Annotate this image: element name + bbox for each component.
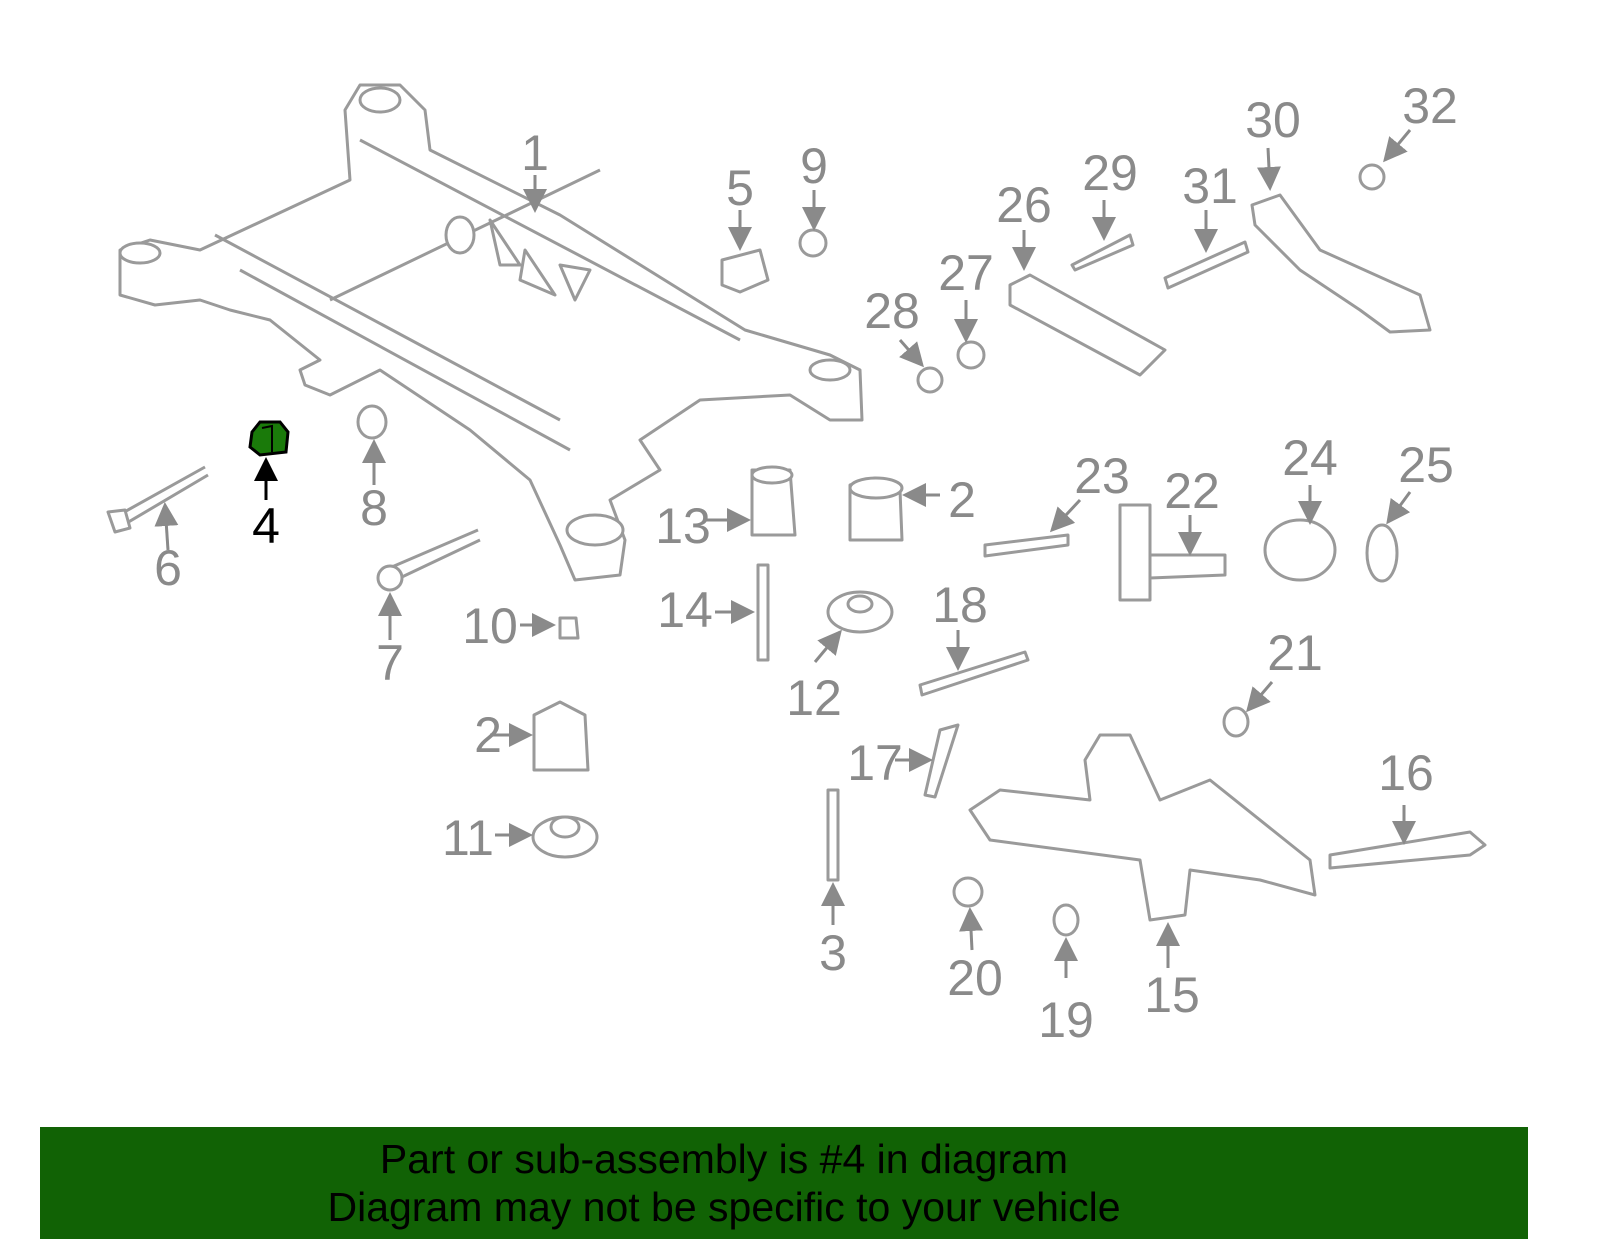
info-banner: Part or sub-assembly is #4 in diagram Di… xyxy=(40,1127,1528,1239)
callout-label-16[interactable]: 16 xyxy=(1378,745,1434,801)
callout-label-18[interactable]: 18 xyxy=(932,577,988,633)
callout-label-4[interactable]: 4 xyxy=(252,498,280,554)
callout-label-31[interactable]: 31 xyxy=(1182,158,1238,214)
bushing-part-4[interactable] xyxy=(248,420,290,457)
callout-arrow-21 xyxy=(1246,681,1274,713)
callout-label-17[interactable]: 17 xyxy=(847,735,903,791)
callout-label-9[interactable]: 9 xyxy=(800,138,828,194)
callout-label-6[interactable]: 6 xyxy=(154,540,182,596)
callout-label-10[interactable]: 10 xyxy=(462,598,518,654)
callout-label-26[interactable]: 26 xyxy=(996,177,1052,233)
callout-label-3[interactable]: 3 xyxy=(819,925,847,981)
callout-label-24[interactable]: 24 xyxy=(1282,430,1338,486)
callout-label-1[interactable]: 1 xyxy=(521,125,549,181)
small-parts xyxy=(106,163,1487,937)
callout-label-11[interactable]: 11 xyxy=(442,810,494,866)
callout-label-28[interactable]: 28 xyxy=(864,283,920,339)
callout-arrow-6 xyxy=(154,502,179,551)
banner-line-2: Diagram may not be specific to your vehi… xyxy=(327,1184,1121,1230)
callout-label-21[interactable]: 21 xyxy=(1267,625,1323,681)
callout-label-15[interactable]: 15 xyxy=(1144,967,1200,1023)
subframe-part-1[interactable] xyxy=(118,83,864,582)
callout-label-22[interactable]: 22 xyxy=(1164,463,1220,519)
callout-arrow-12 xyxy=(813,629,842,663)
callout-label-2[interactable]: 2 xyxy=(474,707,502,763)
callout-label-25[interactable]: 25 xyxy=(1398,437,1454,493)
callout-label-27[interactable]: 27 xyxy=(938,245,994,301)
callout-label-8[interactable]: 8 xyxy=(360,480,388,536)
callout-label-13[interactable]: 13 xyxy=(655,498,711,554)
callout-label-32[interactable]: 32 xyxy=(1402,78,1458,134)
callout-label-29[interactable]: 29 xyxy=(1082,145,1138,201)
callout-arrow-20 xyxy=(959,907,984,951)
callout-label-12[interactable]: 12 xyxy=(786,670,842,726)
callout-arrow-32 xyxy=(1383,129,1412,163)
callout-label-5[interactable]: 5 xyxy=(726,160,754,216)
callout-label-2[interactable]: 2 xyxy=(948,472,976,528)
callout-label-20[interactable]: 20 xyxy=(947,950,1003,1006)
banner-line-1: Part or sub-assembly is #4 in diagram xyxy=(379,1136,1069,1182)
callout-arrow-25 xyxy=(1386,491,1412,525)
callout-arrow-28 xyxy=(898,339,924,368)
callout-arrow-30 xyxy=(1256,147,1281,191)
callout-label-23[interactable]: 23 xyxy=(1074,448,1130,504)
callout-label-7[interactable]: 7 xyxy=(376,635,404,691)
callout-label-19[interactable]: 19 xyxy=(1038,992,1094,1048)
callout-label-14[interactable]: 14 xyxy=(657,582,713,638)
callout-arrow-23 xyxy=(1049,498,1082,533)
callout-label-30[interactable]: 30 xyxy=(1245,92,1301,148)
